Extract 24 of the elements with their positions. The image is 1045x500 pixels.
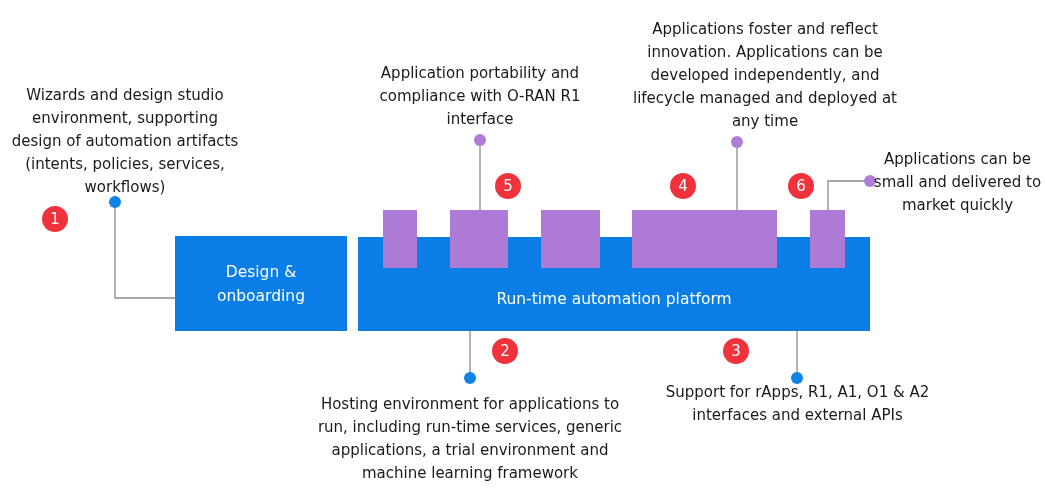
callout-number: 6 xyxy=(788,173,814,199)
callout-number: 3 xyxy=(723,338,749,364)
callout-text: Applications foster and reflect innovation. Applications can be developed independently, and lifecycle managed and deployed at any time xyxy=(620,8,910,142)
leader-line xyxy=(791,330,803,384)
application-block xyxy=(632,210,777,268)
leader-line xyxy=(109,196,176,299)
application-block xyxy=(450,210,508,268)
callout-number: 2 xyxy=(492,338,518,364)
callout-text: Support for rApps, R1, A1, O1 & A2 interfaces and external APIs xyxy=(650,378,945,430)
callout-text: Application portability and compliance with O-RAN R1 interface xyxy=(345,52,615,140)
leader-line xyxy=(827,175,876,211)
design-box: Design & onboarding xyxy=(175,236,347,331)
leader-line xyxy=(474,134,486,211)
application-block xyxy=(810,210,845,268)
leader-line xyxy=(464,330,476,384)
leader-line xyxy=(731,136,743,211)
callout-number: 1 xyxy=(42,206,68,232)
callout-text: Wizards and design studio environment, supporting design of automation artifacts (intents, policies, services, workflows) xyxy=(5,80,245,202)
callout-number: 4 xyxy=(670,173,696,199)
application-block xyxy=(383,210,417,268)
callout-text: Hosting environment for applications to run, including run-time services, generic applications, a trial environment and machine learning framework xyxy=(315,378,625,500)
callout-text: Applications can be small and delivered to market quickly xyxy=(870,146,1045,218)
callout-number: 5 xyxy=(495,173,521,199)
application-block xyxy=(541,210,600,268)
